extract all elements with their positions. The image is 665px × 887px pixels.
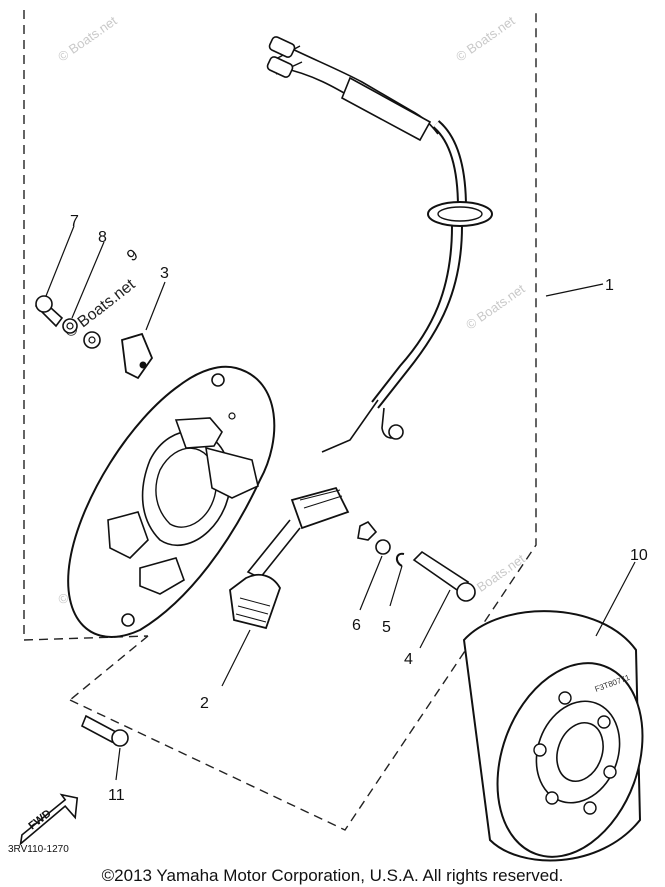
callout-11: 11 <box>108 787 125 804</box>
callout-9: 9 <box>124 246 142 265</box>
fwd-arrow: FWD <box>19 793 79 846</box>
coil-bolt-set <box>357 520 476 602</box>
callout-1: 1 <box>605 277 614 294</box>
pulser-screw-set <box>35 295 101 349</box>
callout-2: 2 <box>200 695 209 712</box>
copyright-notice: ©2013 Yamaha Motor Corporation, U.S.A. A… <box>101 866 564 885</box>
watermark: © Boats.net <box>453 13 518 65</box>
callout-4: 4 <box>404 651 413 668</box>
lead-wire-assembly <box>266 36 493 453</box>
base-screw <box>80 714 129 747</box>
fwd-label: FWD <box>26 807 53 832</box>
callout-8: 8 <box>98 229 107 246</box>
assembly-boundary <box>23 10 537 831</box>
watermark: © Boats.net <box>55 13 120 65</box>
stator-base-plate <box>67 365 276 638</box>
callouts: 1 2 3 4 5 6 7 8 9 10 11 <box>70 213 648 804</box>
callout-10: 10 <box>630 547 648 564</box>
drawing-code: 3RV110-1270 <box>8 844 69 855</box>
callout-6: 6 <box>352 617 361 634</box>
callout-5: 5 <box>382 619 391 636</box>
callout-3: 3 <box>160 265 169 282</box>
flywheel-rotor: F3T80771 <box>462 610 644 862</box>
leader-lines <box>45 225 636 781</box>
source-coil <box>229 486 350 630</box>
callout-7: 7 <box>70 213 79 230</box>
pulser-coil <box>121 332 154 380</box>
watermark: © Boats.net <box>463 281 528 333</box>
